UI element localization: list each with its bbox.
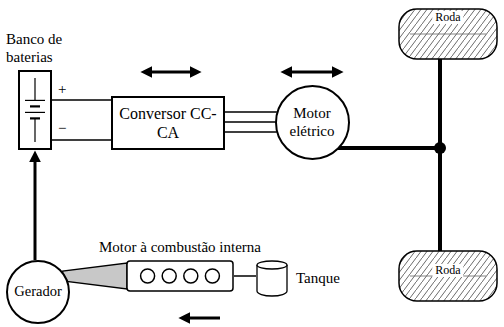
electric-motor: Motor elétrico [275, 85, 350, 160]
terminal-sign: − [58, 121, 66, 136]
connector [63, 263, 127, 289]
battery-bank: Banco de baterias [18, 70, 52, 150]
node-text: Roda [432, 264, 463, 277]
node-text: Conversor CC-CA [118, 104, 218, 142]
power-flow-arrow [290, 71, 334, 74]
fuel-tank: Tanque [256, 260, 288, 296]
connector [338, 148, 440, 251]
wheel: Roda [398, 250, 498, 302]
node-text: Gerador [14, 283, 62, 300]
connector [34, 160, 37, 260]
converter-box: Conversor CC-CA [111, 96, 225, 150]
junction-dot [434, 142, 446, 154]
fuel-tank-outline [256, 260, 288, 296]
node-text: Banco de baterias [6, 30, 86, 66]
electric-motor-outline [275, 85, 350, 160]
node-text: Motor elétrico [283, 104, 341, 140]
converter-box-outline [111, 96, 225, 150]
generator: Gerador [6, 260, 70, 324]
battery-bank-outline [18, 70, 52, 150]
connector [52, 100, 111, 140]
node-text: Motor à combustão interna [95, 238, 265, 256]
combustion-engine: Motor à combustão interna [126, 260, 234, 292]
connector [225, 112, 277, 132]
node-text: Roda [432, 11, 463, 24]
connector [234, 275, 256, 277]
terminal-sign: + [58, 82, 66, 97]
power-flow-arrow [188, 317, 220, 320]
node-text: Tanque [296, 269, 340, 287]
power-flow-arrow [150, 71, 192, 74]
connector [338, 59, 440, 148]
combustion-engine-outline [126, 260, 234, 292]
wheel: Roda [398, 8, 498, 60]
